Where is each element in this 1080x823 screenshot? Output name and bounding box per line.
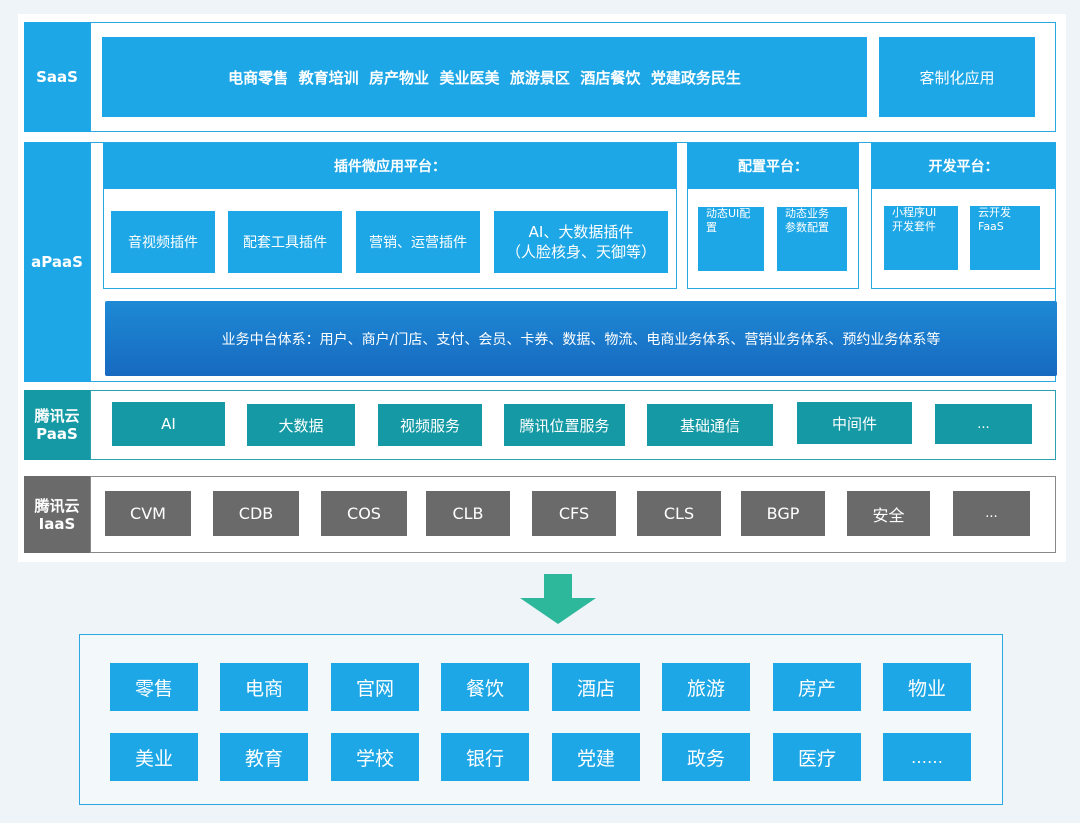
iaas-frame — [90, 476, 1056, 553]
apaas-label: aPaaS — [24, 142, 90, 382]
industry-travel: 旅游 — [662, 663, 750, 711]
industry-property: 物业 — [883, 663, 971, 711]
saas-label: SaaS — [24, 22, 90, 132]
industry-hotel: 酒店 — [552, 663, 640, 711]
industry-more: …… — [883, 733, 971, 781]
plugin-platform-title: 插件微应用平台： — [103, 143, 677, 189]
plugin-ai: AI、大数据插件 （人脸核身、天御等） — [494, 211, 668, 273]
iaas-item-more: ... — [953, 491, 1030, 536]
paas-item-ai: AI — [112, 402, 225, 446]
industry-beauty: 美业 — [110, 733, 198, 781]
paas-item-comm: 基础通信 — [647, 404, 773, 446]
down-arrow-icon — [520, 574, 596, 624]
industry-medical: 医疗 — [773, 733, 861, 781]
saas-frame — [90, 22, 1056, 132]
iaas-item-security: 安全 — [847, 491, 930, 536]
iaas-item-cfs: CFS — [532, 491, 616, 536]
industry-party: 党建 — [552, 733, 640, 781]
config-dynamic-params-line1: 动态业务 — [785, 207, 829, 220]
dev-platform-title: 开发平台： — [871, 143, 1056, 189]
industry-education: 教育 — [220, 733, 308, 781]
industry-realestate: 房产 — [773, 663, 861, 711]
saas-industries-text: 电商零售 教育培训 房产物业 美业医美 旅游景区 酒店餐饮 党建政务民生 — [228, 68, 741, 87]
config-dynamic-ui-line1: 动态UI配 — [706, 207, 751, 220]
iaas-label-line2: IaaS — [38, 514, 76, 533]
paas-item-location: 腾讯位置服务 — [504, 404, 625, 446]
config-dynamic-params: 动态业务 参数配置 — [777, 207, 847, 271]
iaas-item-cls: CLS — [637, 491, 721, 536]
plugin-av: 音视频插件 — [111, 211, 215, 273]
industry-website: 官网 — [331, 663, 419, 711]
saas-industries: 电商零售 教育培训 房产物业 美业医美 旅游景区 酒店餐饮 党建政务民生 — [102, 37, 867, 117]
iaas-label-line1: 腾讯云 — [34, 496, 80, 515]
paas-item-middleware: 中间件 — [797, 402, 912, 444]
industry-bank: 银行 — [441, 733, 529, 781]
iaas-item-bgp: BGP — [741, 491, 825, 536]
config-dynamic-ui-line2: 置 — [706, 221, 717, 234]
industry-ecommerce: 电商 — [220, 663, 308, 711]
plugin-marketing: 营销、运营插件 — [356, 211, 480, 273]
plugin-ai-line2: （人脸核身、天御等） — [505, 243, 656, 261]
iaas-item-cos: COS — [321, 491, 407, 536]
paas-label-line1: 腾讯云 — [34, 407, 80, 425]
business-middle-platform: 业务中台体系：用户、商户/门店、支付、会员、卡券、数据、物流、电商业务体系、营销… — [105, 301, 1057, 376]
industries-panel — [79, 634, 1003, 805]
dev-cloud-faas-line2: FaaS — [978, 220, 1004, 233]
iaas-item-cdb: CDB — [213, 491, 299, 536]
dev-ui-kit: 小程序UI 开发套件 — [884, 206, 958, 270]
config-dynamic-ui: 动态UI配 置 — [698, 207, 764, 271]
iaas-item-clb: CLB — [426, 491, 510, 536]
industry-catering: 餐饮 — [441, 663, 529, 711]
paas-item-more: ... — [935, 404, 1032, 444]
config-platform-title: 配置平台： — [687, 143, 859, 189]
dev-cloud-faas-line1: 云开发 — [978, 206, 1011, 219]
paas-frame — [90, 390, 1056, 460]
paas-item-video: 视频服务 — [378, 404, 482, 446]
paas-label-line2: PaaS — [36, 425, 78, 443]
plugin-ai-line1: AI、大数据插件 — [528, 223, 634, 241]
iaas-item-cvm: CVM — [105, 491, 191, 536]
paas-item-bigdata: 大数据 — [247, 404, 355, 446]
industry-retail: 零售 — [110, 663, 198, 711]
plugin-tools: 配套工具插件 — [228, 211, 342, 273]
paas-label: 腾讯云 PaaS — [24, 390, 90, 460]
dev-ui-kit-line2: 开发套件 — [892, 220, 936, 233]
iaas-label: 腾讯云 IaaS — [24, 476, 90, 553]
industry-government: 政务 — [662, 733, 750, 781]
dev-cloud-faas: 云开发 FaaS — [970, 206, 1040, 270]
industry-school: 学校 — [331, 733, 419, 781]
saas-custom: 客制化应用 — [879, 37, 1035, 117]
dev-ui-kit-line1: 小程序UI — [892, 206, 937, 219]
config-dynamic-params-line2: 参数配置 — [785, 221, 829, 234]
